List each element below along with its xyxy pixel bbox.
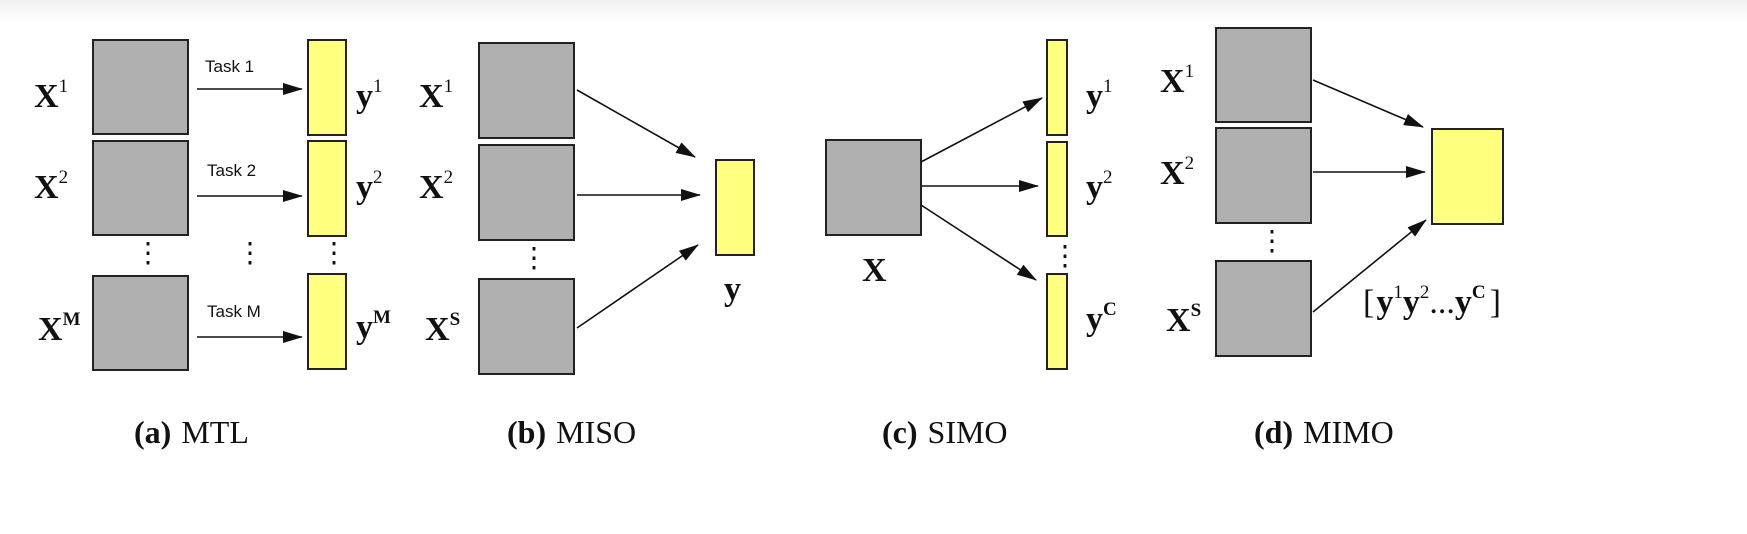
output-label-combined: [y1y2...yC] [1363, 282, 1501, 321]
output-label-y2: y2 [356, 167, 383, 206]
input-label-x: X [862, 252, 887, 289]
input-label-xs: XS [425, 309, 460, 348]
arrow-output-1 [920, 97, 1043, 163]
ellipsis-outputs: ⋮ [1051, 241, 1079, 272]
input-block-x [825, 139, 922, 236]
input-label-xm: XM [38, 309, 81, 348]
task-label-m: Task M [207, 302, 261, 321]
output-block-1 [307, 39, 347, 136]
panel-c-simo: X ⋮ y1 y2 yC (c)SIMO [825, 39, 1117, 450]
caption-a: (a)MTL [134, 414, 249, 450]
output-block-combined [1431, 128, 1504, 225]
input-block-1 [1215, 27, 1312, 123]
input-label-xs: XS [1166, 300, 1201, 339]
panel-a-mtl: X1 X2 XM ⋮ ⋮ ⋮ Task 1 Task 2 Task M y1 y… [34, 39, 391, 450]
output-block-2 [1046, 141, 1068, 237]
caption-c: (c)SIMO [882, 414, 1008, 450]
arrow-input-s [576, 244, 699, 329]
ellipsis-tasks: ⋮ [236, 238, 264, 269]
input-label-x1: X1 [419, 76, 453, 115]
input-label-x1: X1 [1160, 61, 1194, 100]
input-block-2 [92, 140, 189, 236]
ellipsis-inputs: ⋮ [1258, 226, 1286, 257]
panel-b-miso: X1 X2 XS ⋮ y (b)MISO [419, 42, 755, 450]
output-block-2 [307, 140, 347, 237]
output-label-yc: yC [1086, 299, 1117, 338]
input-label-x2: X2 [419, 167, 453, 206]
output-block-c [1046, 273, 1068, 370]
output-label-y: y [724, 271, 741, 308]
output-label-ym: yM [356, 307, 391, 346]
output-block-1 [1046, 39, 1068, 136]
panel-d-mimo: X1 X2 XS ⋮ [y1y2...yC] (d)MIMO [1160, 27, 1504, 450]
caption-d: (d)MIMO [1254, 414, 1394, 450]
input-block-1 [478, 42, 575, 139]
top-shadow-bar [0, 0, 1747, 22]
ellipsis-inputs: ⋮ [134, 238, 162, 269]
input-label-x1: X1 [34, 76, 68, 115]
arrow-output-c [920, 204, 1037, 281]
input-block-2 [1215, 127, 1312, 224]
input-block-2 [478, 144, 575, 241]
input-block-m [92, 275, 189, 371]
task-label-2: Task 2 [207, 161, 256, 180]
output-block-y [715, 159, 755, 256]
input-block-1 [92, 39, 189, 135]
output-label-y1: y1 [1086, 76, 1113, 115]
arrow-input-1 [1312, 79, 1424, 128]
ellipsis-inputs: ⋮ [520, 243, 548, 274]
task-label-1: Task 1 [205, 57, 254, 76]
input-label-x2: X2 [34, 167, 68, 206]
output-label-y2: y2 [1086, 167, 1113, 206]
ellipsis-outputs: ⋮ [320, 238, 348, 269]
arrow-input-s [1312, 219, 1427, 313]
caption-b: (b)MISO [507, 414, 636, 450]
input-label-x2: X2 [1160, 153, 1194, 192]
arrow-input-1 [576, 89, 696, 158]
input-block-s [478, 278, 575, 375]
input-block-s [1215, 260, 1312, 357]
output-label-y1: y1 [356, 76, 383, 115]
output-block-m [307, 273, 347, 370]
